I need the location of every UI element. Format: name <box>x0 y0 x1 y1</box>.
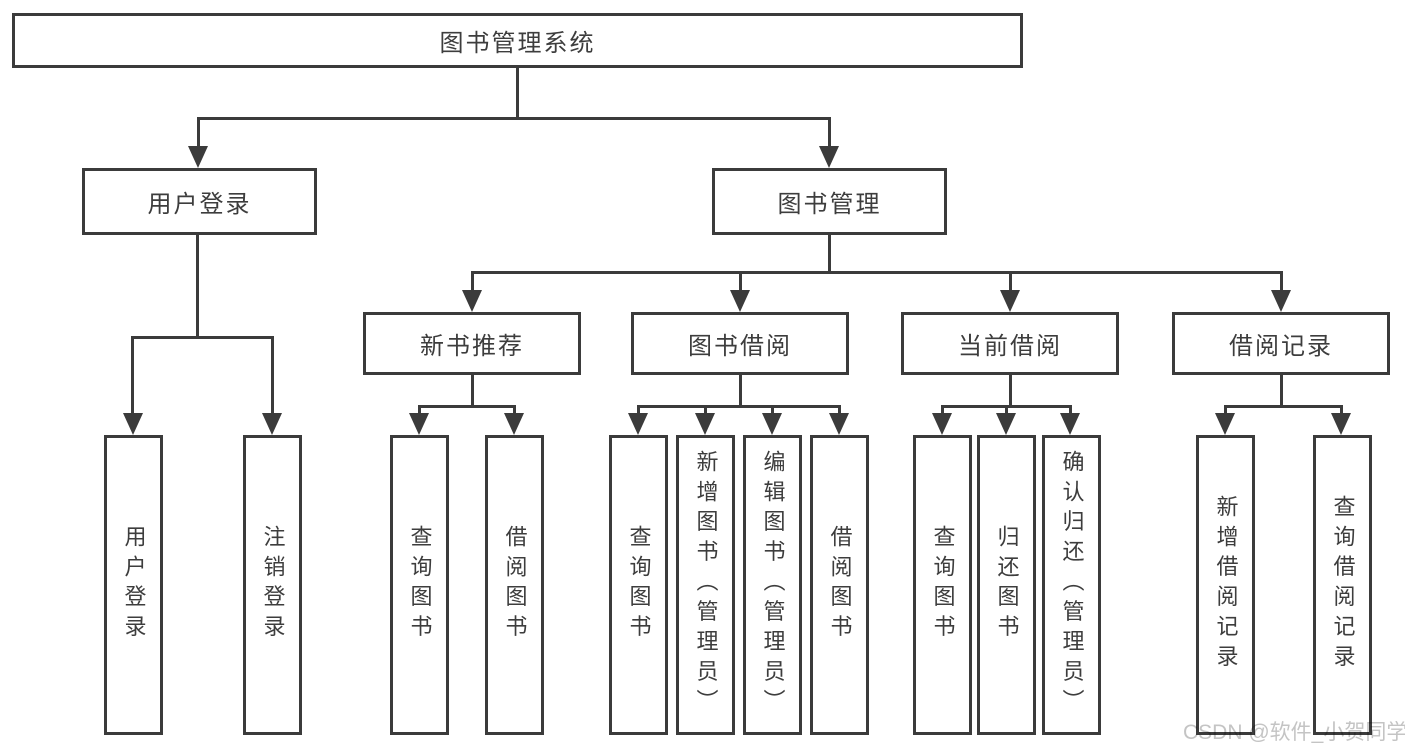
connector-line <box>838 405 841 415</box>
arrowhead-down-icon <box>819 146 839 168</box>
leaf-query-borrow-record-label: 查询借阅记录 <box>1330 495 1356 675</box>
leaf-confirm-return-admin-label: 确认归还（管理员） <box>1059 450 1085 720</box>
connector-line <box>1224 405 1227 415</box>
connector-line <box>704 405 707 415</box>
node-book-management-label: 图书管理 <box>777 191 882 218</box>
arrowhead-down-icon <box>932 413 952 435</box>
connector-line <box>271 336 274 413</box>
leaf-query-books-current-label: 查询图书 <box>930 525 956 645</box>
leaf-return-books-label: 归还图书 <box>994 525 1020 645</box>
leaf-query-books-recommend: 查询图书 <box>390 435 449 735</box>
leaf-add-books-admin-label: 新增图书（管理员） <box>693 450 719 720</box>
leaf-add-borrow-record: 新增借阅记录 <box>1196 435 1255 735</box>
node-user-login: 用户登录 <box>82 168 317 235</box>
node-user-login-label: 用户登录 <box>147 191 252 218</box>
arrowhead-down-icon <box>1331 413 1351 435</box>
leaf-borrow-books-recommend: 借阅图书 <box>485 435 544 735</box>
leaf-add-books-admin: 新增图书（管理员） <box>676 435 735 735</box>
arrowhead-down-icon <box>762 413 782 435</box>
arrowhead-down-icon <box>504 413 524 435</box>
node-borrowing-records-label: 借阅记录 <box>1229 333 1333 360</box>
connector-line <box>418 405 515 408</box>
arrowhead-down-icon <box>1000 290 1020 312</box>
connector-line <box>1280 271 1283 292</box>
leaf-query-borrow-record: 查询借阅记录 <box>1313 435 1372 735</box>
node-book-borrowing-label: 图书借阅 <box>688 333 792 360</box>
leaf-user-login: 用户登录 <box>104 435 163 735</box>
connector-line <box>131 336 134 413</box>
connector-line <box>1005 405 1008 415</box>
arrowhead-down-icon <box>1060 413 1080 435</box>
connector-line <box>1009 375 1012 408</box>
connector-line <box>197 117 831 120</box>
leaf-query-books-current: 查询图书 <box>913 435 972 735</box>
node-root-library-management-system: 图书管理系统 <box>12 13 1023 68</box>
leaf-return-books: 归还图书 <box>977 435 1036 735</box>
connector-line <box>471 375 474 408</box>
leaf-borrow-books-recommend-label: 借阅图书 <box>502 525 528 645</box>
connector-line <box>132 336 273 339</box>
connector-line <box>828 117 831 147</box>
csdn-watermark: CSDN @软件_小贺同学 <box>1183 721 1405 744</box>
connector-line <box>739 375 742 408</box>
connector-line <box>471 271 474 292</box>
arrowhead-down-icon <box>695 413 715 435</box>
node-borrowing-records: 借阅记录 <box>1172 312 1390 375</box>
arrowhead-down-icon <box>188 146 208 168</box>
connector-line <box>739 271 742 292</box>
arrowhead-down-icon <box>996 413 1016 435</box>
leaf-borrow-books: 借阅图书 <box>810 435 869 735</box>
connector-line <box>1224 405 1343 408</box>
node-book-borrowing: 图书借阅 <box>631 312 849 375</box>
leaf-logout: 注销登录 <box>243 435 302 735</box>
connector-line <box>1340 405 1343 415</box>
connector-line <box>516 68 519 119</box>
connector-line <box>771 405 774 415</box>
connector-line <box>471 271 1282 274</box>
leaf-add-borrow-record-label: 新增借阅记录 <box>1213 495 1239 675</box>
arrowhead-down-icon <box>628 413 648 435</box>
arrowhead-down-icon <box>462 290 482 312</box>
node-new-book-recommendation-label: 新书推荐 <box>420 333 524 360</box>
arrowhead-down-icon <box>262 413 282 435</box>
arrowhead-down-icon <box>1271 290 1291 312</box>
connector-line <box>1069 405 1072 415</box>
connector-line <box>1280 375 1283 408</box>
connector-line <box>197 117 200 147</box>
arrowhead-down-icon <box>123 413 143 435</box>
connector-line <box>1009 271 1012 292</box>
connector-line <box>418 405 421 415</box>
leaf-borrow-books-label: 借阅图书 <box>827 525 853 645</box>
leaf-logout-label: 注销登录 <box>260 525 286 645</box>
connector-line <box>828 235 831 274</box>
arrowhead-down-icon <box>730 290 750 312</box>
arrowhead-down-icon <box>1215 413 1235 435</box>
connector-line <box>513 405 516 415</box>
leaf-confirm-return-admin: 确认归还（管理员） <box>1042 435 1101 735</box>
node-current-borrowing: 当前借阅 <box>901 312 1119 375</box>
connector-line <box>637 405 640 415</box>
leaf-query-books-borrowing: 查询图书 <box>609 435 668 735</box>
leaf-query-books-borrowing-label: 查询图书 <box>626 525 652 645</box>
connector-line <box>196 235 199 338</box>
leaf-edit-books-admin-label: 编辑图书（管理员） <box>760 450 786 720</box>
arrowhead-down-icon <box>409 413 429 435</box>
node-current-borrowing-label: 当前借阅 <box>958 333 1062 360</box>
node-root-label: 图书管理系统 <box>439 30 596 57</box>
node-new-book-recommendation: 新书推荐 <box>363 312 581 375</box>
leaf-query-books-recommend-label: 查询图书 <box>407 525 433 645</box>
leaf-edit-books-admin: 编辑图书（管理员） <box>743 435 802 735</box>
arrowhead-down-icon <box>829 413 849 435</box>
node-book-management: 图书管理 <box>712 168 947 235</box>
leaf-user-login-label: 用户登录 <box>121 525 147 645</box>
connector-line <box>941 405 944 415</box>
connector-line <box>637 405 840 408</box>
